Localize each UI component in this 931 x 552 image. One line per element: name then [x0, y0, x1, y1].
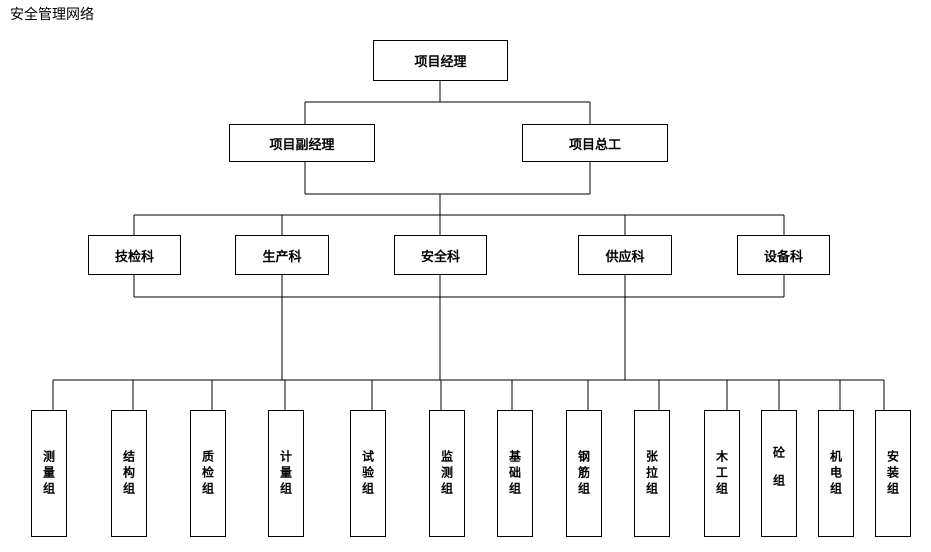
node-chief-engineer: 项目总工 — [522, 124, 668, 162]
node-project-manager: 项目经理 — [373, 40, 508, 81]
node-dept-safety: 安全科 — [394, 235, 487, 275]
node-deputy-manager: 项目副经理 — [229, 124, 375, 162]
node-group-metering: 计量组 — [268, 410, 304, 537]
node-group-tensioning: 张拉组 — [634, 410, 670, 537]
node-dept-supply: 供应科 — [578, 235, 672, 275]
node-group-testing: 试验组 — [350, 410, 386, 537]
node-group-carpentry: 木工组 — [704, 410, 740, 537]
node-group-installation: 安装组 — [875, 410, 911, 537]
node-group-foundation: 基础组 — [497, 410, 533, 537]
node-group-survey: 测量组 — [31, 410, 67, 537]
node-group-quality: 质检组 — [190, 410, 226, 537]
node-dept-tech-inspection: 技检科 — [88, 235, 181, 275]
node-group-rebar: 钢筋组 — [566, 410, 602, 537]
node-group-electromechanical: 机电组 — [818, 410, 854, 537]
node-group-concrete: 砼组 — [761, 410, 797, 537]
node-group-monitoring: 监测组 — [429, 410, 465, 537]
node-group-structure: 结构组 — [111, 410, 147, 537]
node-dept-production: 生产科 — [235, 235, 329, 275]
node-dept-equipment: 设备科 — [737, 235, 830, 275]
diagram-title: 安全管理网络 — [10, 7, 94, 23]
